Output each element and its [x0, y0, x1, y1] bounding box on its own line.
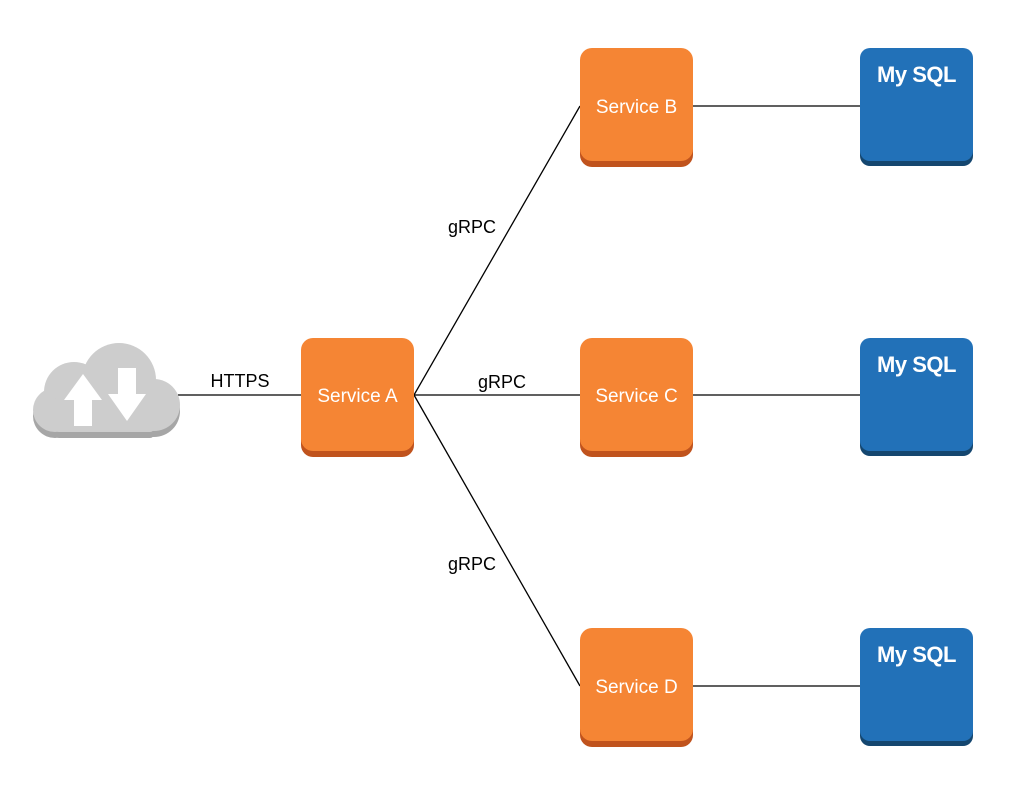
mysql-database-b[interactable]: My SQL [860, 48, 973, 166]
edge-label-grpc-b: gRPC [448, 217, 496, 237]
download-arrow-icon [108, 368, 146, 421]
edge-label-grpc-c: gRPC [478, 372, 526, 392]
cloud-upload-download-icon [33, 343, 180, 438]
upload-arrow-icon [64, 374, 102, 426]
service-b-node[interactable]: Service B [580, 48, 693, 167]
connectors [178, 105, 862, 687]
mysql-database-c[interactable]: My SQL [860, 338, 973, 456]
mysql-database-c-label: My SQL [877, 352, 956, 377]
edge-label-grpc-d: gRPC [448, 554, 496, 574]
edge-service-a-to-service-b [413, 105, 581, 396]
service-a-label: Service A [317, 386, 398, 407]
edge-label-https: HTTPS [210, 371, 269, 391]
service-d-node[interactable]: Service D [580, 628, 693, 747]
mysql-database-d-label: My SQL [877, 642, 956, 667]
edge-service-a-to-service-d [413, 394, 581, 687]
service-a-node[interactable]: Service A [301, 338, 414, 457]
service-c-label: Service C [595, 386, 677, 407]
service-d-label: Service D [595, 677, 677, 698]
mysql-database-d[interactable]: My SQL [860, 628, 973, 746]
mysql-database-b-label: My SQL [877, 62, 956, 87]
service-b-label: Service B [596, 97, 677, 118]
service-c-node[interactable]: Service C [580, 338, 693, 457]
